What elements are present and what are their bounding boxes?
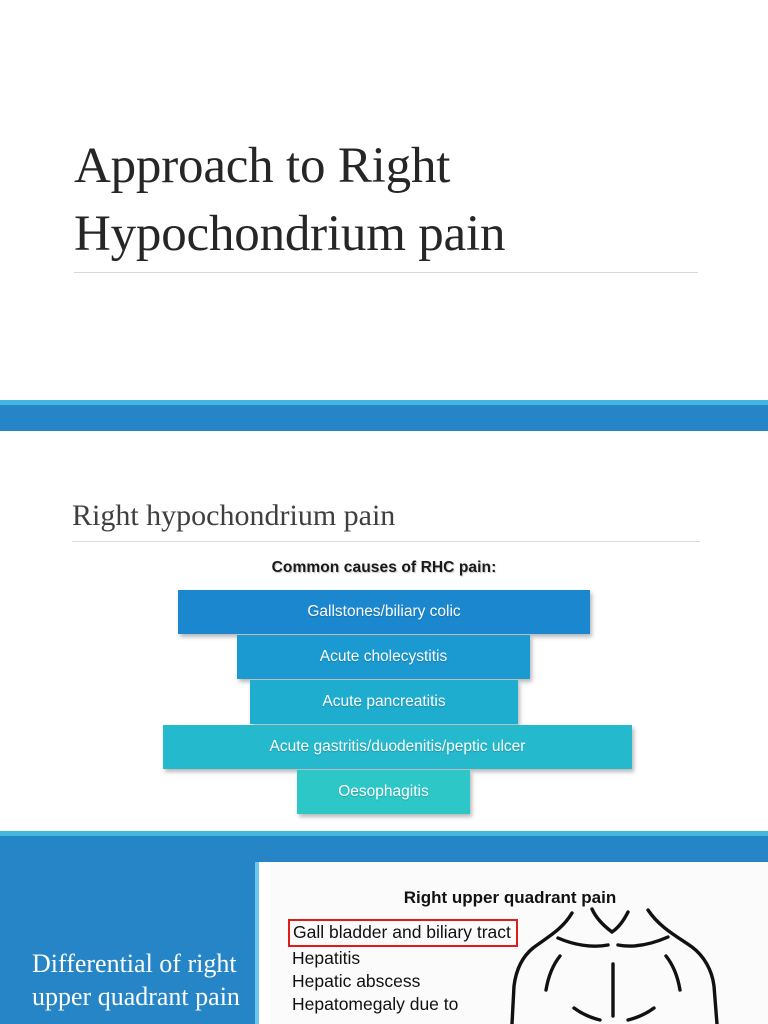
band-thin-stripe [0, 831, 768, 836]
funnel-bar-label: Gallstones/biliary colic [307, 603, 461, 620]
funnel-bar-label: Acute cholecystitis [319, 648, 448, 665]
slide-separator-band-2 [0, 831, 768, 862]
differential-content: Right upper quadrant pain Gall bladder a… [270, 862, 768, 1024]
funnel-bar: Acute pancreatitis [250, 680, 518, 724]
page-title-line-1: Approach to Right [74, 138, 451, 194]
slide-title: Approach to Right Hypochondrium pain [0, 0, 768, 400]
funnel-bar: Acute cholecystitis [237, 635, 530, 679]
funnel-bar: Gallstones/biliary colic [178, 590, 590, 634]
band-thick-stripe [0, 405, 768, 431]
page-title-line-2: Hypochondrium pain [74, 205, 506, 262]
differential-image-title: Right upper quadrant pain [403, 888, 617, 907]
band-thick-stripe [0, 836, 768, 862]
list-item: Hepatic abscess [292, 971, 421, 991]
list-item: Hepatomegaly due to [292, 994, 459, 1014]
differential-sidebar-title: Differential of right upper quadrant pai… [32, 949, 240, 1012]
funnel-bar-label: Oesophagitis [338, 783, 429, 800]
section-heading: Right hypochondrium pain [72, 499, 396, 532]
slide-differential: Differential of right upper quadrant pai… [0, 862, 768, 1024]
chart-title: Common causes of RHC pain: [271, 559, 497, 576]
differential-sidebar: Differential of right upper quadrant pai… [0, 862, 255, 1024]
funnel-bar: Oesophagitis [297, 770, 470, 814]
title-block: Approach to Right Hypochondrium pain [74, 133, 700, 269]
section-divider [72, 541, 700, 542]
list-item: Gall bladder and biliary tract [288, 919, 518, 947]
slide-separator-band-1 [0, 400, 768, 431]
funnel-bar: Acute gastritis/duodenitis/peptic ulcer [163, 725, 632, 769]
band-thin-stripe [0, 400, 768, 405]
sidebar-accent-edge [255, 862, 259, 1024]
title-divider [74, 272, 698, 273]
funnel-bar-label: Acute gastritis/duodenitis/peptic ulcer [269, 738, 526, 755]
list-item: Hepatitis [292, 948, 361, 968]
funnel-bar-label: Acute pancreatitis [322, 693, 446, 710]
torso-illustration [500, 904, 760, 1024]
slide-funnel: Right hypochondrium pain Common causes o… [0, 431, 768, 831]
